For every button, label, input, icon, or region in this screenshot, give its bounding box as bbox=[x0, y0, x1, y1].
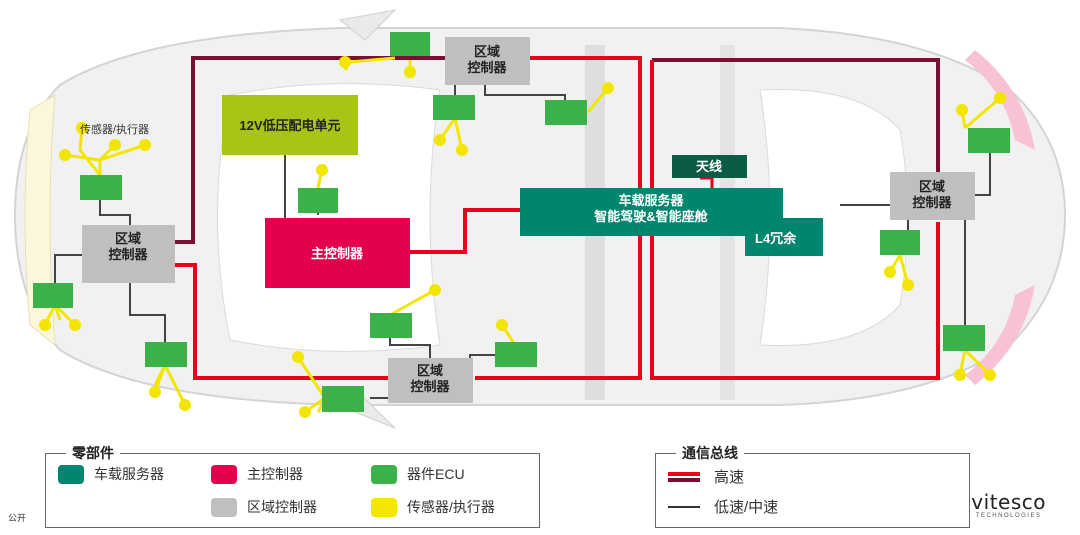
bus-legend-title: 通信总线 bbox=[676, 443, 744, 463]
ecu-box bbox=[145, 342, 187, 367]
legend-item-ecu: 器件ECU bbox=[371, 464, 465, 484]
logo-word: vitesco bbox=[971, 490, 1046, 514]
sensor-node bbox=[994, 92, 1006, 104]
sensor-node bbox=[954, 369, 966, 381]
legend-label: 传感器/执行器 bbox=[407, 499, 495, 515]
zone-controller-left bbox=[82, 225, 175, 283]
sensor-node bbox=[429, 284, 441, 296]
sensor-node bbox=[602, 82, 614, 94]
ecu-box bbox=[370, 313, 412, 338]
bus-legend: 通信总线 高速 低速/中速 bbox=[655, 443, 970, 528]
high-speed-line-swatch bbox=[668, 471, 700, 482]
main-components: 12V低压配电单元 主控制器 天线 车载服务器智能驾驶&智能座舱 L4冗余 bbox=[222, 95, 823, 288]
ecu-box bbox=[545, 100, 587, 125]
sensor-node bbox=[456, 144, 468, 156]
server-swatch bbox=[58, 464, 84, 484]
sensor-node bbox=[69, 319, 81, 331]
ecu-box bbox=[322, 386, 364, 412]
sensor-node bbox=[39, 319, 51, 331]
zone-controller-bottom bbox=[388, 358, 473, 403]
vehicle-server bbox=[520, 188, 783, 236]
l4-redundancy-label: L4冗余 bbox=[755, 231, 797, 246]
zone-controller-top-label: 区域控制器 bbox=[467, 44, 507, 75]
ecu-boxes bbox=[33, 32, 1010, 412]
sensor-node bbox=[902, 279, 914, 291]
sensor-node bbox=[179, 399, 191, 411]
components-legend: 零部件 车载服务器 主控制器 器件ECU 区域控制器 传感器/执行器 bbox=[45, 443, 540, 528]
ecu-box bbox=[80, 175, 122, 200]
sensor-node bbox=[316, 164, 328, 176]
vitesco-logo: vitesco TECHNOLOGIES bbox=[971, 490, 1046, 519]
sensor-node bbox=[884, 266, 896, 278]
zone-controller-left-label: 区域控制器 bbox=[108, 231, 148, 262]
vehicle-server-label: 车载服务器智能驾驶&智能座舱 bbox=[594, 193, 708, 224]
legend-label: 低速/中速 bbox=[714, 499, 779, 516]
main-controller-swatch bbox=[211, 464, 237, 484]
legend-item-high-speed: 高速 bbox=[668, 466, 744, 487]
ecu-box bbox=[33, 283, 73, 308]
legend-label: 器件ECU bbox=[407, 466, 465, 482]
zone-controller-bottom-label: 区域控制器 bbox=[410, 363, 450, 394]
legend-item-zone-controller: 区域控制器 bbox=[211, 497, 317, 517]
sensor-node bbox=[139, 139, 151, 151]
ecu-box bbox=[433, 95, 475, 120]
zone-controller-right bbox=[890, 172, 975, 220]
sensor-node bbox=[496, 319, 508, 331]
ecu-box bbox=[968, 128, 1010, 153]
low-speed-line-swatch bbox=[668, 505, 700, 508]
legend-label: 主控制器 bbox=[247, 466, 303, 482]
sensor-nodes bbox=[39, 56, 1006, 418]
sensor-node bbox=[339, 56, 351, 68]
legend-label: 区域控制器 bbox=[247, 499, 317, 515]
logo-subtitle: TECHNOLOGIES bbox=[975, 513, 1042, 519]
main-controller-label: 主控制器 bbox=[311, 246, 364, 261]
zone-controller-top bbox=[445, 37, 530, 85]
sensor-node bbox=[404, 66, 416, 78]
sensor-node bbox=[434, 134, 446, 146]
zone-controllers: 区域控制器 区域控制器 区域控制器 区域控制器 bbox=[82, 37, 975, 403]
antenna bbox=[672, 155, 747, 178]
ecu-box bbox=[943, 325, 985, 351]
legend-item-server: 车载服务器 bbox=[58, 464, 164, 484]
ecu-box bbox=[390, 32, 430, 56]
ecu-box bbox=[298, 188, 338, 213]
legend-label: 车载服务器 bbox=[94, 466, 164, 482]
legend-label: 高速 bbox=[714, 469, 745, 486]
legend-item-sensor: 传感器/执行器 bbox=[371, 497, 495, 517]
lv-power-distribution-unit bbox=[222, 95, 358, 155]
antenna-label: 天线 bbox=[696, 159, 722, 174]
main-controller bbox=[265, 218, 410, 288]
sensor-node bbox=[984, 369, 996, 381]
l4-redundancy bbox=[745, 218, 823, 256]
lv-power-distribution-label: 12V低压配电单元 bbox=[239, 118, 340, 133]
zone-controller-swatch bbox=[211, 497, 237, 517]
ecu-box bbox=[495, 342, 537, 367]
sensor-node bbox=[956, 104, 968, 116]
sensor-actuator-annotation: 传感器/执行器 bbox=[80, 122, 149, 136]
sensor-node bbox=[76, 122, 88, 134]
components-legend-title: 零部件 bbox=[66, 443, 120, 463]
zone-controller-right-label: 区域控制器 bbox=[912, 179, 952, 210]
sensor-node bbox=[59, 149, 71, 161]
sensor-node bbox=[292, 351, 304, 363]
sensor-swatch bbox=[371, 497, 397, 517]
public-label: 公开 bbox=[8, 513, 27, 523]
ecu-box bbox=[880, 230, 920, 255]
ecu-swatch bbox=[371, 464, 397, 484]
legend-item-low-speed: 低速/中速 bbox=[668, 496, 778, 517]
sensor-node bbox=[149, 386, 161, 398]
sensor-node bbox=[109, 139, 121, 151]
sensor-node bbox=[299, 406, 311, 418]
legend-item-main-controller: 主控制器 bbox=[211, 464, 303, 484]
